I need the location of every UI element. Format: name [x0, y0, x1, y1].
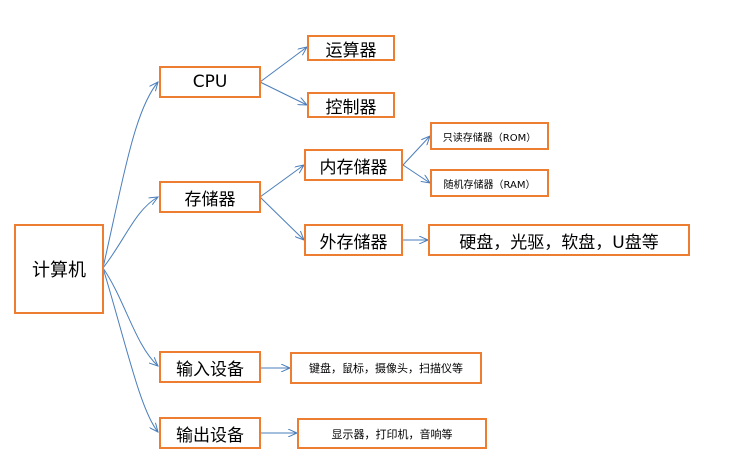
node-output-examples: 显示器，打印机，音响等: [297, 418, 487, 449]
edge-storage-internal: [259, 165, 304, 198]
node-rom: 只读存储器（ROM）: [430, 122, 549, 150]
node-ram: 随机存储器（RAM）: [430, 169, 549, 197]
node-computer: 计算机: [14, 224, 104, 314]
node-output-device: 输出设备: [159, 417, 261, 449]
node-input-examples: 键盘，鼠标，摄像头，扫描仪等: [290, 352, 482, 384]
edge-internal-rom: [402, 136, 430, 166]
node-external-examples: 硬盘，光驱，软盘，U盘等: [428, 224, 690, 256]
node-cpu: CPU: [159, 66, 261, 98]
edge-cpu-controller: [259, 81, 307, 105]
node-controller: 控制器: [307, 92, 395, 118]
node-internal-memory: 内存储器: [304, 149, 403, 181]
edge-cpu-alu: [259, 47, 307, 83]
edge-root-output: [102, 267, 158, 432]
edge-root-storage: [102, 197, 158, 269]
edge-root-cpu: [102, 82, 158, 269]
edge-internal-ram: [402, 164, 430, 183]
node-alu: 运算器: [307, 35, 395, 61]
node-input-device: 输入设备: [159, 351, 261, 383]
node-external-memory: 外存储器: [304, 224, 403, 256]
node-storage: 存储器: [159, 181, 261, 213]
edge-storage-external: [259, 196, 304, 240]
edge-root-input: [102, 267, 158, 366]
